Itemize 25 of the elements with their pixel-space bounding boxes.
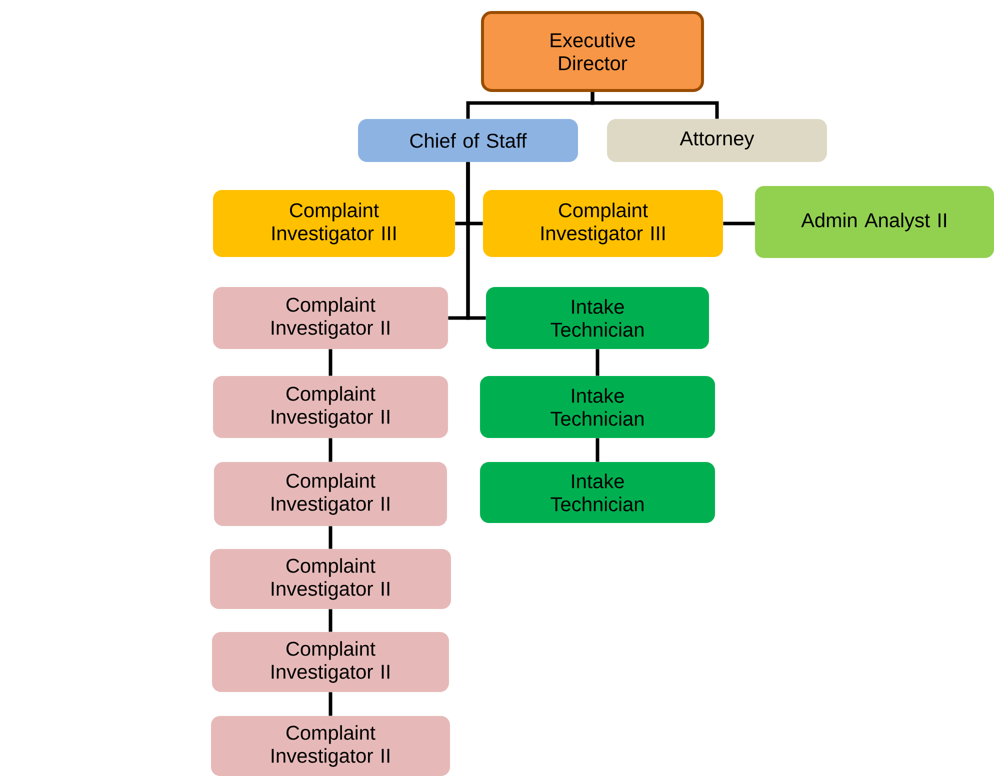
role-box: Complaint Investigator III bbox=[213, 190, 455, 257]
role-box: Complaint Investigator II bbox=[213, 376, 448, 438]
connector-line bbox=[328, 438, 332, 462]
connector-line bbox=[328, 692, 332, 716]
role-box: Chief of Staff bbox=[358, 119, 578, 162]
director-box: Executive Director bbox=[481, 11, 704, 92]
connector-line bbox=[596, 349, 600, 376]
connector-line bbox=[328, 609, 332, 632]
role-box: Intake Technician bbox=[486, 287, 709, 349]
connector-line bbox=[466, 162, 486, 320]
role-box: Admin Analyst II bbox=[755, 186, 994, 258]
role-box: Complaint Investigator II bbox=[214, 462, 447, 526]
role-box: Complaint Investigator II bbox=[212, 632, 449, 692]
role-box: Complaint Investigator II bbox=[211, 716, 450, 776]
role-box: Intake Technician bbox=[480, 376, 715, 438]
connector-line bbox=[328, 349, 332, 376]
connector-line bbox=[328, 526, 332, 549]
connector-line bbox=[590, 92, 719, 119]
role-box: Attorney bbox=[607, 119, 827, 162]
role-box: Complaint Investigator II bbox=[210, 549, 451, 609]
role-box: Complaint Investigator II bbox=[213, 287, 448, 349]
connector-line bbox=[596, 438, 600, 462]
connector-line bbox=[723, 222, 755, 226]
role-box: Intake Technician bbox=[480, 462, 715, 523]
role-box: Complaint Investigator III bbox=[483, 190, 723, 257]
